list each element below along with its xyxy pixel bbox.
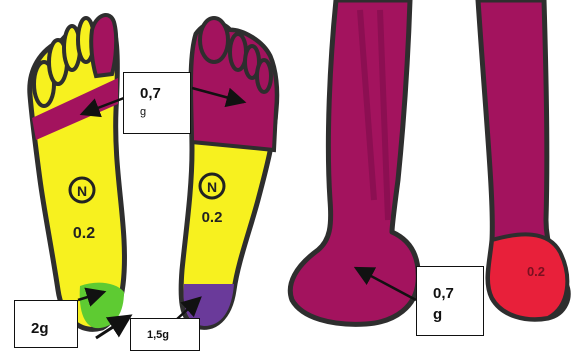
left-leg-shape	[290, 0, 418, 324]
right-leg-marker-text: 0.2	[527, 264, 545, 279]
label-left-heel-value: 2g	[31, 320, 77, 337]
right-foot: N 0.2	[181, 18, 277, 327]
left-foot-marker-text: 0.2	[73, 225, 95, 242]
left-foot: N 0.2	[30, 15, 125, 329]
right-foot-marker-glyph: N	[207, 179, 217, 195]
label-forefoot-value: 0,7	[140, 85, 190, 102]
label-ankle-value: 0,7	[433, 285, 483, 302]
right-leg: 0.2	[478, 0, 568, 319]
right-foot-marker-text: 0.2	[202, 209, 223, 226]
left-foot-marker-glyph: N	[77, 183, 87, 199]
label-left-heel-dose: 2g	[14, 300, 78, 348]
label-forefoot-dose: 0,7 g	[123, 72, 191, 134]
label-right-heel-value: 1,5g	[147, 329, 199, 341]
left-big-toe	[91, 15, 116, 76]
label-ankle-dose: 0,7 g	[416, 266, 484, 336]
right-toe-1	[200, 18, 228, 62]
left-leg	[290, 0, 418, 324]
right-toe-4	[257, 60, 271, 92]
label-forefoot-unit: g	[140, 106, 190, 118]
label-right-heel-dose: 1,5g	[130, 318, 200, 351]
left-heel-green	[80, 283, 124, 329]
label-ankle-unit: g	[433, 306, 483, 323]
